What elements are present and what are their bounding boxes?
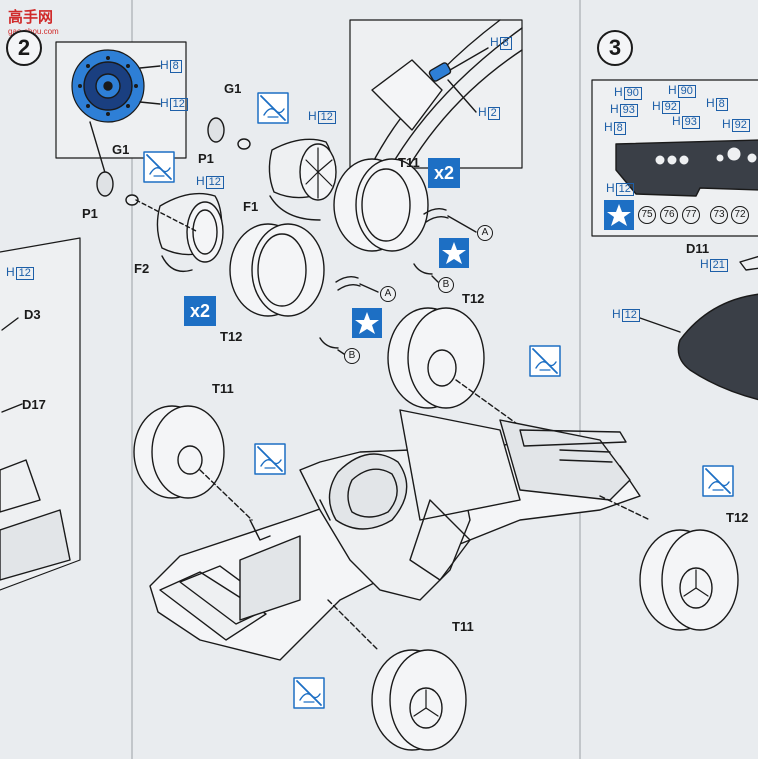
watermark-url: gao-shou.com <box>8 27 59 36</box>
part-label-f2: F2 <box>134 261 150 276</box>
quantity-x2-badge: x2 <box>184 296 216 326</box>
part-label-t12: T12 <box>462 291 485 306</box>
part-label-f1: F1 <box>243 199 259 214</box>
decal-marker-a: A <box>477 225 493 241</box>
part-label-t12: T12 <box>726 510 749 525</box>
decal-marker-b: B <box>438 277 454 293</box>
part-label-d17: D17 <box>22 397 46 412</box>
part-label-p1: P1 <box>198 151 214 166</box>
part-label-d11: D11 <box>686 241 710 256</box>
chassis-drawing <box>149 409 651 661</box>
watermark-text: 高手网 <box>8 9 54 26</box>
site-watermark: 高手网 gao-shou.com <box>8 6 59 36</box>
part-label-t11: T11 <box>452 619 474 634</box>
part-label-t12: T12 <box>220 329 243 344</box>
part-label-p1: P1 <box>82 206 98 221</box>
panel-number-77: 77 <box>682 206 700 224</box>
panel-number-73: 73 <box>710 206 728 224</box>
part-label-t11: T11 <box>212 381 234 396</box>
part-label-d3: D3 <box>24 307 41 322</box>
part-label-t11: T11 <box>398 155 420 170</box>
part-label-g1: G1 <box>112 142 130 157</box>
panel-number-75: 75 <box>638 206 656 224</box>
step-number-2: 2 <box>6 30 42 66</box>
step-number-3: 3 <box>597 30 633 66</box>
panel-number-72: 72 <box>731 206 749 224</box>
quantity-x2-badge: x2 <box>428 158 460 188</box>
panel-number-76: 76 <box>660 206 678 224</box>
part-label-g1: G1 <box>224 81 242 96</box>
decal-marker-a: A <box>380 286 396 302</box>
decal-marker-b: B <box>344 348 360 364</box>
